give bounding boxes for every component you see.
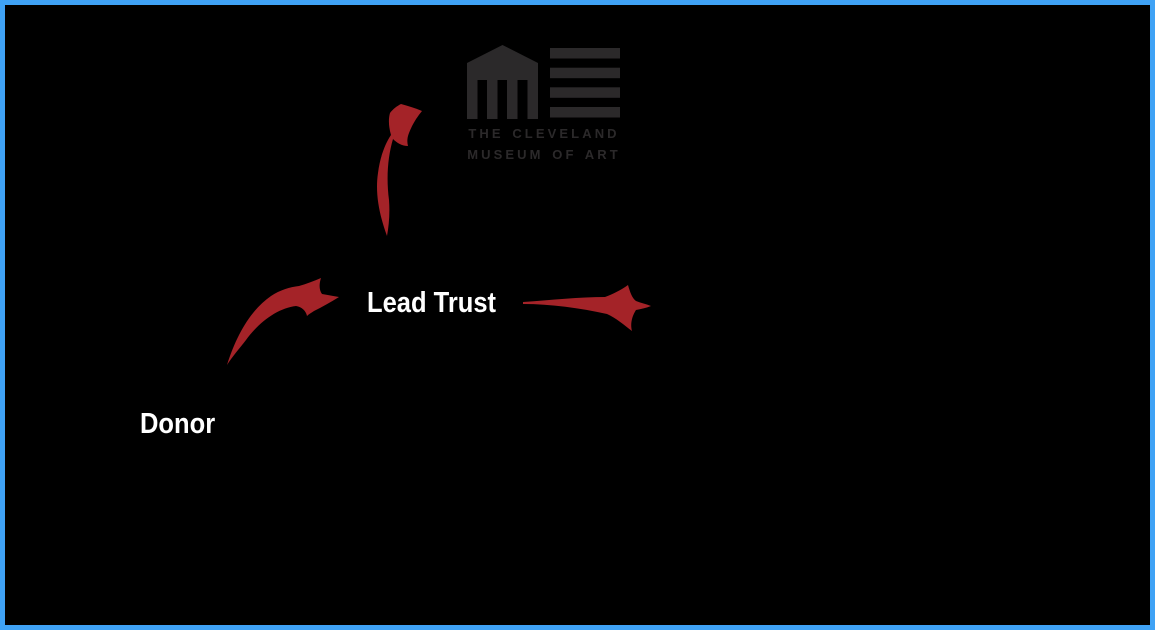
node-donor-label: Donor	[140, 408, 216, 440]
logo-wordmark-line1: THE CLEVELAND	[468, 126, 620, 141]
arrow-lead-trust-to-museum	[377, 104, 422, 236]
logo-stripes-icon	[550, 48, 620, 118]
cma-logo-icon	[467, 45, 620, 119]
arrow-donor-to-lead-trust	[227, 278, 339, 365]
arrow-lead-trust-to-right	[523, 285, 651, 331]
node-lead-trust-label: Lead Trust	[367, 287, 497, 319]
logo-wordmark-line2: MUSEUM OF ART	[467, 147, 621, 162]
museum-building-icon	[467, 45, 538, 119]
